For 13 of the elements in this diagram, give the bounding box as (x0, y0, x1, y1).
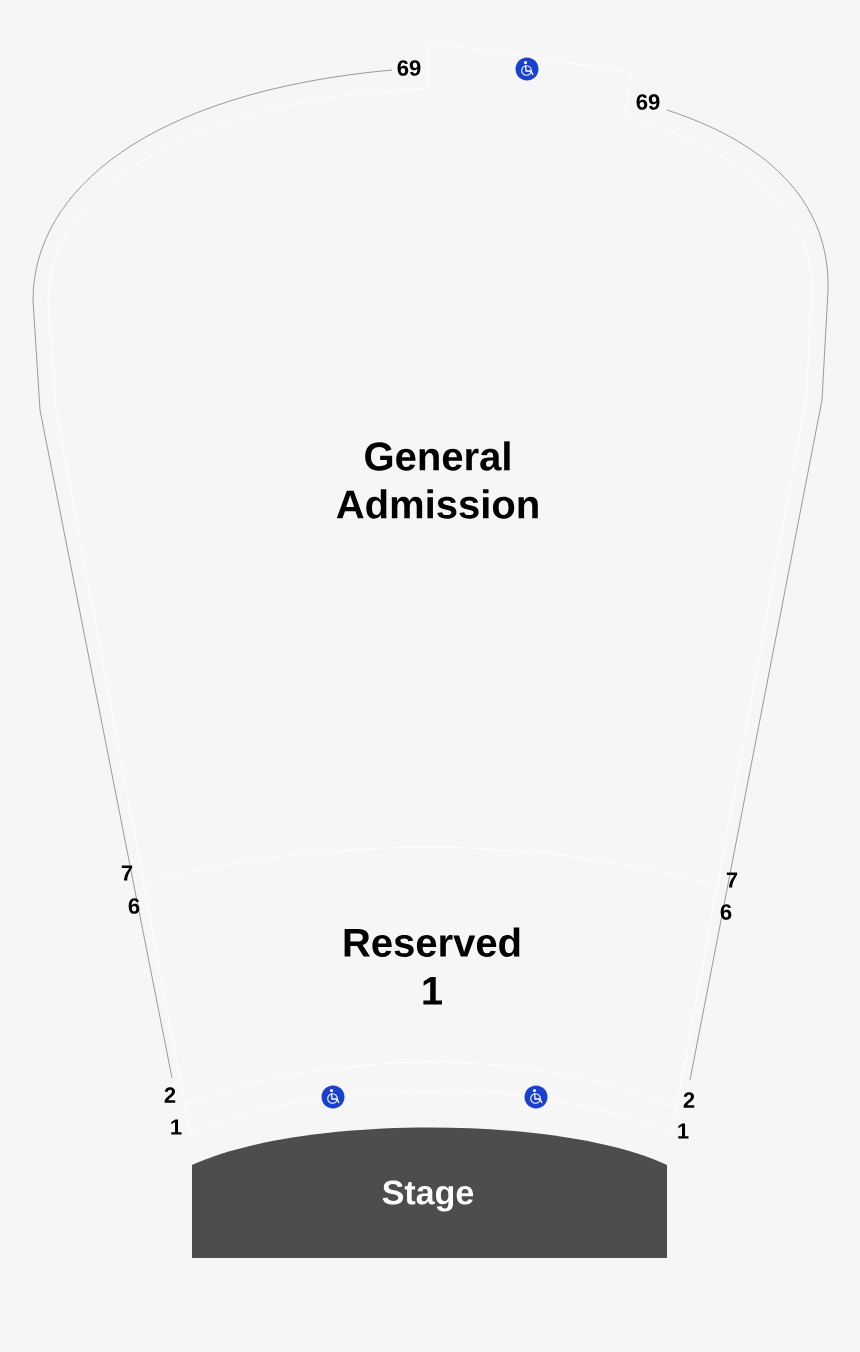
row-number: 7 (726, 872, 738, 888)
row-number: 2 (683, 1092, 695, 1108)
row-number: 1 (171, 1119, 182, 1135)
row-number: 6 (720, 904, 732, 920)
row-number: 6 (128, 898, 140, 914)
row-number: 2 (164, 1087, 176, 1103)
section-label: Reserved 1 (344, 927, 520, 1005)
stage: Stage (192, 1127, 667, 1258)
row-number: 1 (678, 1123, 689, 1139)
row-number: 69 (397, 60, 421, 76)
row-number: 69 (636, 94, 660, 110)
row-number: 7 (121, 865, 133, 881)
section-label: General Admission (336, 441, 538, 519)
